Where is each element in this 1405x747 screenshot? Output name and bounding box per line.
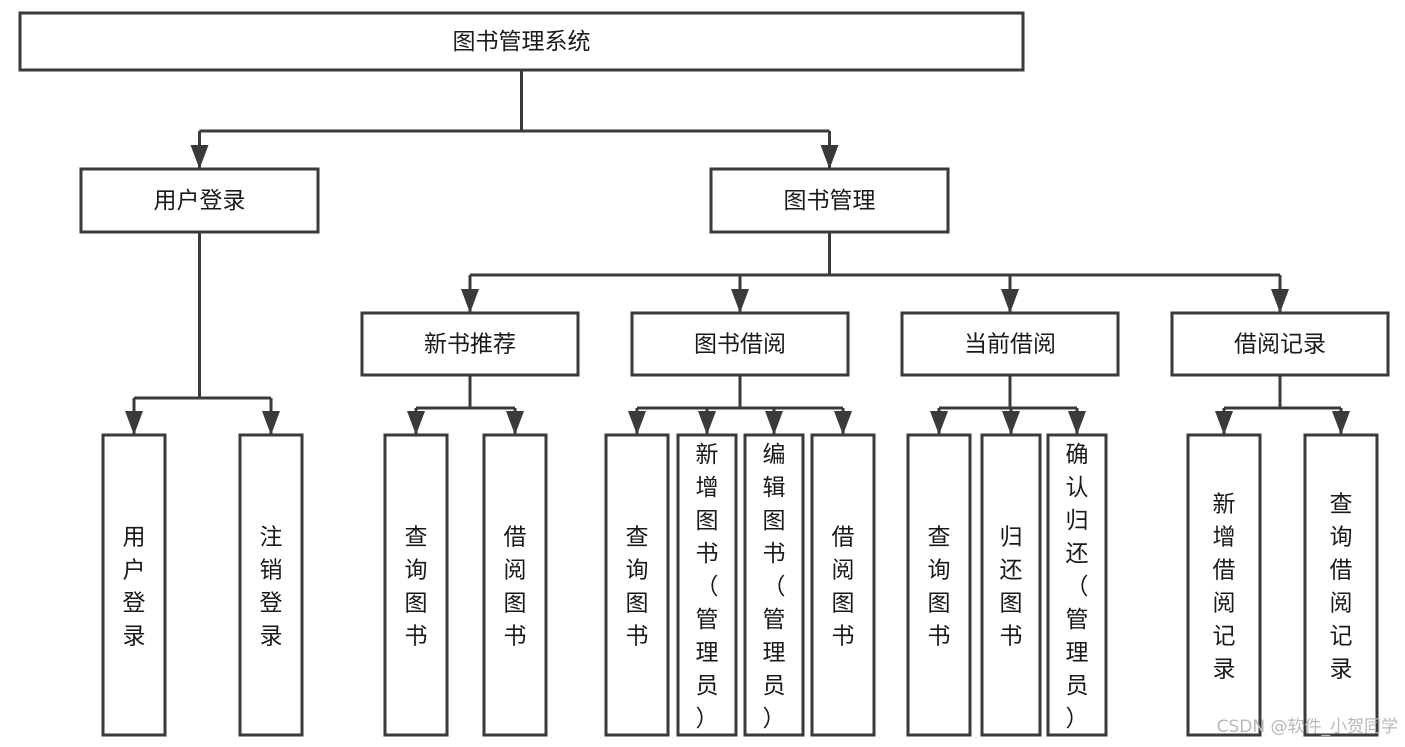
- node-new-book-recommend[interactable]: 新书推荐: [360, 311, 580, 377]
- current-borrow-arrow-0: [930, 411, 948, 435]
- node-box-leaf-edit-book: [743, 433, 805, 737]
- node-label-leaf-query-book-1: 查询图书: [405, 525, 428, 650]
- node-label-book-borrow: 图书借阅: [694, 332, 786, 358]
- node-box-leaf-query-book-2: [604, 433, 670, 737]
- current-borrow-arrow-1: [1002, 411, 1020, 435]
- node-box-book-borrow: [630, 311, 850, 377]
- node-current-borrow[interactable]: 当前借阅: [900, 311, 1120, 377]
- node-leaf-logout[interactable]: 注销登录: [238, 433, 304, 737]
- node-label-leaf-edit-book: 编辑图书（管理员）: [763, 442, 786, 732]
- node-root[interactable]: 图书管理系统: [18, 11, 1025, 72]
- book-borrow-arrow-0: [628, 411, 646, 435]
- bookmgmt-arrow-3: [1271, 289, 1289, 313]
- node-label-leaf-borrow-book-2: 借阅图书: [832, 525, 855, 650]
- node-box-leaf-borrow-book-2: [810, 433, 876, 737]
- bookmgmt-arrow-0: [461, 289, 479, 313]
- node-label-current-borrow: 当前借阅: [964, 332, 1056, 358]
- node-leaf-borrow-book-1[interactable]: 借阅图书: [482, 433, 548, 737]
- node-leaf-query-book-3[interactable]: 查询图书: [906, 433, 972, 737]
- current-borrow-arrow-2: [1068, 411, 1086, 435]
- node-label-book-management: 图书管理: [784, 188, 876, 214]
- node-leaf-borrow-book-2[interactable]: 借阅图书: [810, 433, 876, 737]
- node-label-leaf-return-book: 归还图书: [1000, 525, 1023, 650]
- node-box-leaf-confirm-return: [1046, 433, 1108, 737]
- node-leaf-user-login[interactable]: 用户登录: [101, 433, 167, 737]
- node-box-leaf-logout: [238, 433, 304, 737]
- node-box-borrow-record: [1170, 311, 1390, 377]
- bookmgmt-arrow-1: [731, 289, 749, 313]
- node-box-new-book-recommend: [360, 311, 580, 377]
- node-leaf-query-book-2[interactable]: 查询图书: [604, 433, 670, 737]
- book-borrow-arrow-3: [834, 411, 852, 435]
- node-leaf-add-record[interactable]: 新增借阅记录: [1186, 433, 1262, 737]
- connectors-layer: [125, 70, 1350, 435]
- node-label-leaf-logout: 注销登录: [260, 525, 283, 650]
- borrow-record-arrow-1: [1332, 411, 1350, 435]
- node-label-leaf-query-record: 查询借阅记录: [1330, 492, 1353, 683]
- node-label-leaf-add-book: 新增图书（管理员）: [696, 442, 719, 732]
- node-book-borrow[interactable]: 图书借阅: [630, 311, 850, 377]
- new-book-recommend-arrow-1: [506, 411, 524, 435]
- node-box-leaf-add-book: [676, 433, 738, 737]
- node-label-user-login: 用户登录: [154, 188, 246, 214]
- root-arrow-0: [190, 145, 209, 169]
- node-box-leaf-query-record: [1303, 433, 1379, 737]
- node-leaf-confirm-return[interactable]: 确认归还（管理员）: [1046, 433, 1108, 737]
- node-box-current-borrow: [900, 311, 1120, 377]
- node-box-root: [18, 11, 1025, 72]
- book-borrow-arrow-1: [698, 411, 716, 435]
- node-leaf-edit-book[interactable]: 编辑图书（管理员）: [743, 433, 805, 737]
- node-label-leaf-borrow-book-1: 借阅图书: [504, 525, 527, 650]
- node-leaf-query-book-1[interactable]: 查询图书: [383, 433, 449, 737]
- node-label-new-book-recommend: 新书推荐: [424, 332, 516, 358]
- node-label-borrow-record: 借阅记录: [1234, 332, 1326, 358]
- node-borrow-record[interactable]: 借阅记录: [1170, 311, 1390, 377]
- node-label-leaf-confirm-return: 确认归还（管理员）: [1066, 442, 1089, 732]
- node-label-leaf-add-record: 新增借阅记录: [1213, 492, 1236, 683]
- node-label-leaf-query-book-2: 查询图书: [626, 525, 649, 650]
- node-book-management[interactable]: 图书管理: [709, 167, 950, 234]
- userlogin-arrow-0: [125, 411, 143, 435]
- node-leaf-query-record[interactable]: 查询借阅记录: [1303, 433, 1379, 737]
- root-arrow-1: [820, 145, 839, 169]
- node-box-leaf-return-book: [980, 433, 1042, 737]
- node-leaf-add-book[interactable]: 新增图书（管理员）: [676, 433, 738, 737]
- node-label-leaf-query-book-3: 查询图书: [928, 525, 951, 650]
- csdn-watermark: CSDN @软件_小贺同学: [1217, 717, 1398, 737]
- nodes-layer: 图书管理系统用户登录图书管理新书推荐图书借阅当前借阅借阅记录用户登录注销登录查询…: [18, 11, 1390, 737]
- node-box-user-login: [79, 167, 320, 234]
- bookmgmt-arrow-2: [1001, 289, 1019, 313]
- node-user-login[interactable]: 用户登录: [79, 167, 320, 234]
- node-box-leaf-query-book-1: [383, 433, 449, 737]
- book-borrow-arrow-2: [765, 411, 783, 435]
- node-leaf-return-book[interactable]: 归还图书: [980, 433, 1042, 737]
- node-label-leaf-user-login: 用户登录: [123, 525, 146, 650]
- node-box-leaf-user-login: [101, 433, 167, 737]
- node-box-book-management: [709, 167, 950, 234]
- node-box-leaf-query-book-3: [906, 433, 972, 737]
- borrow-record-arrow-0: [1215, 411, 1233, 435]
- node-label-root: 图书管理系统: [453, 29, 591, 55]
- node-box-leaf-add-record: [1186, 433, 1262, 737]
- userlogin-arrow-1: [262, 411, 280, 435]
- node-box-leaf-borrow-book-1: [482, 433, 548, 737]
- new-book-recommend-arrow-0: [407, 411, 425, 435]
